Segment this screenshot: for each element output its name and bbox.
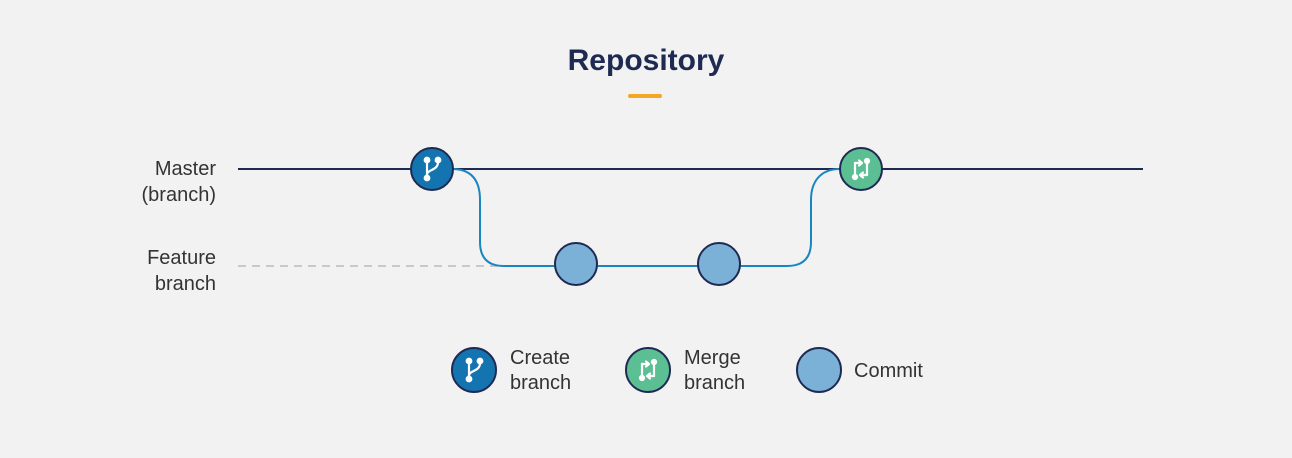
- legend-commit-node: [796, 347, 842, 393]
- legend-commit-label: Commit: [854, 360, 923, 382]
- commit-node-1: [554, 242, 598, 286]
- feature-branch-label: Feature branch: [147, 247, 216, 295]
- legend-merge-line1: Merge: [684, 347, 741, 369]
- legend-merge-line2: branch: [684, 372, 745, 394]
- master-label-line2: (branch): [142, 184, 216, 206]
- merge-branch-node: [839, 147, 883, 191]
- git-branch-icon: [423, 156, 442, 182]
- master-branch-label: Master (branch): [142, 158, 217, 206]
- git-branch-icon: [465, 357, 484, 383]
- legend-create-branch: Create branch: [451, 347, 571, 394]
- legend-create-line2: branch: [510, 372, 571, 394]
- feature-label-line1: Feature: [147, 247, 216, 269]
- git-merge-icon: [851, 157, 871, 181]
- git-merge-icon: [638, 358, 658, 382]
- commit-node-2: [697, 242, 741, 286]
- feature-branch-line: [451, 168, 841, 267]
- legend-commit: Commit: [796, 347, 923, 393]
- master-label-line1: Master: [155, 158, 216, 180]
- create-branch-node: [410, 147, 454, 191]
- legend: Create branch Merge branch Commit: [451, 347, 923, 394]
- diagram-title: Repository: [568, 44, 725, 77]
- feature-label-line2: branch: [155, 273, 216, 295]
- legend-merge-branch: Merge branch: [625, 347, 745, 394]
- legend-create-line1: Create: [510, 347, 570, 369]
